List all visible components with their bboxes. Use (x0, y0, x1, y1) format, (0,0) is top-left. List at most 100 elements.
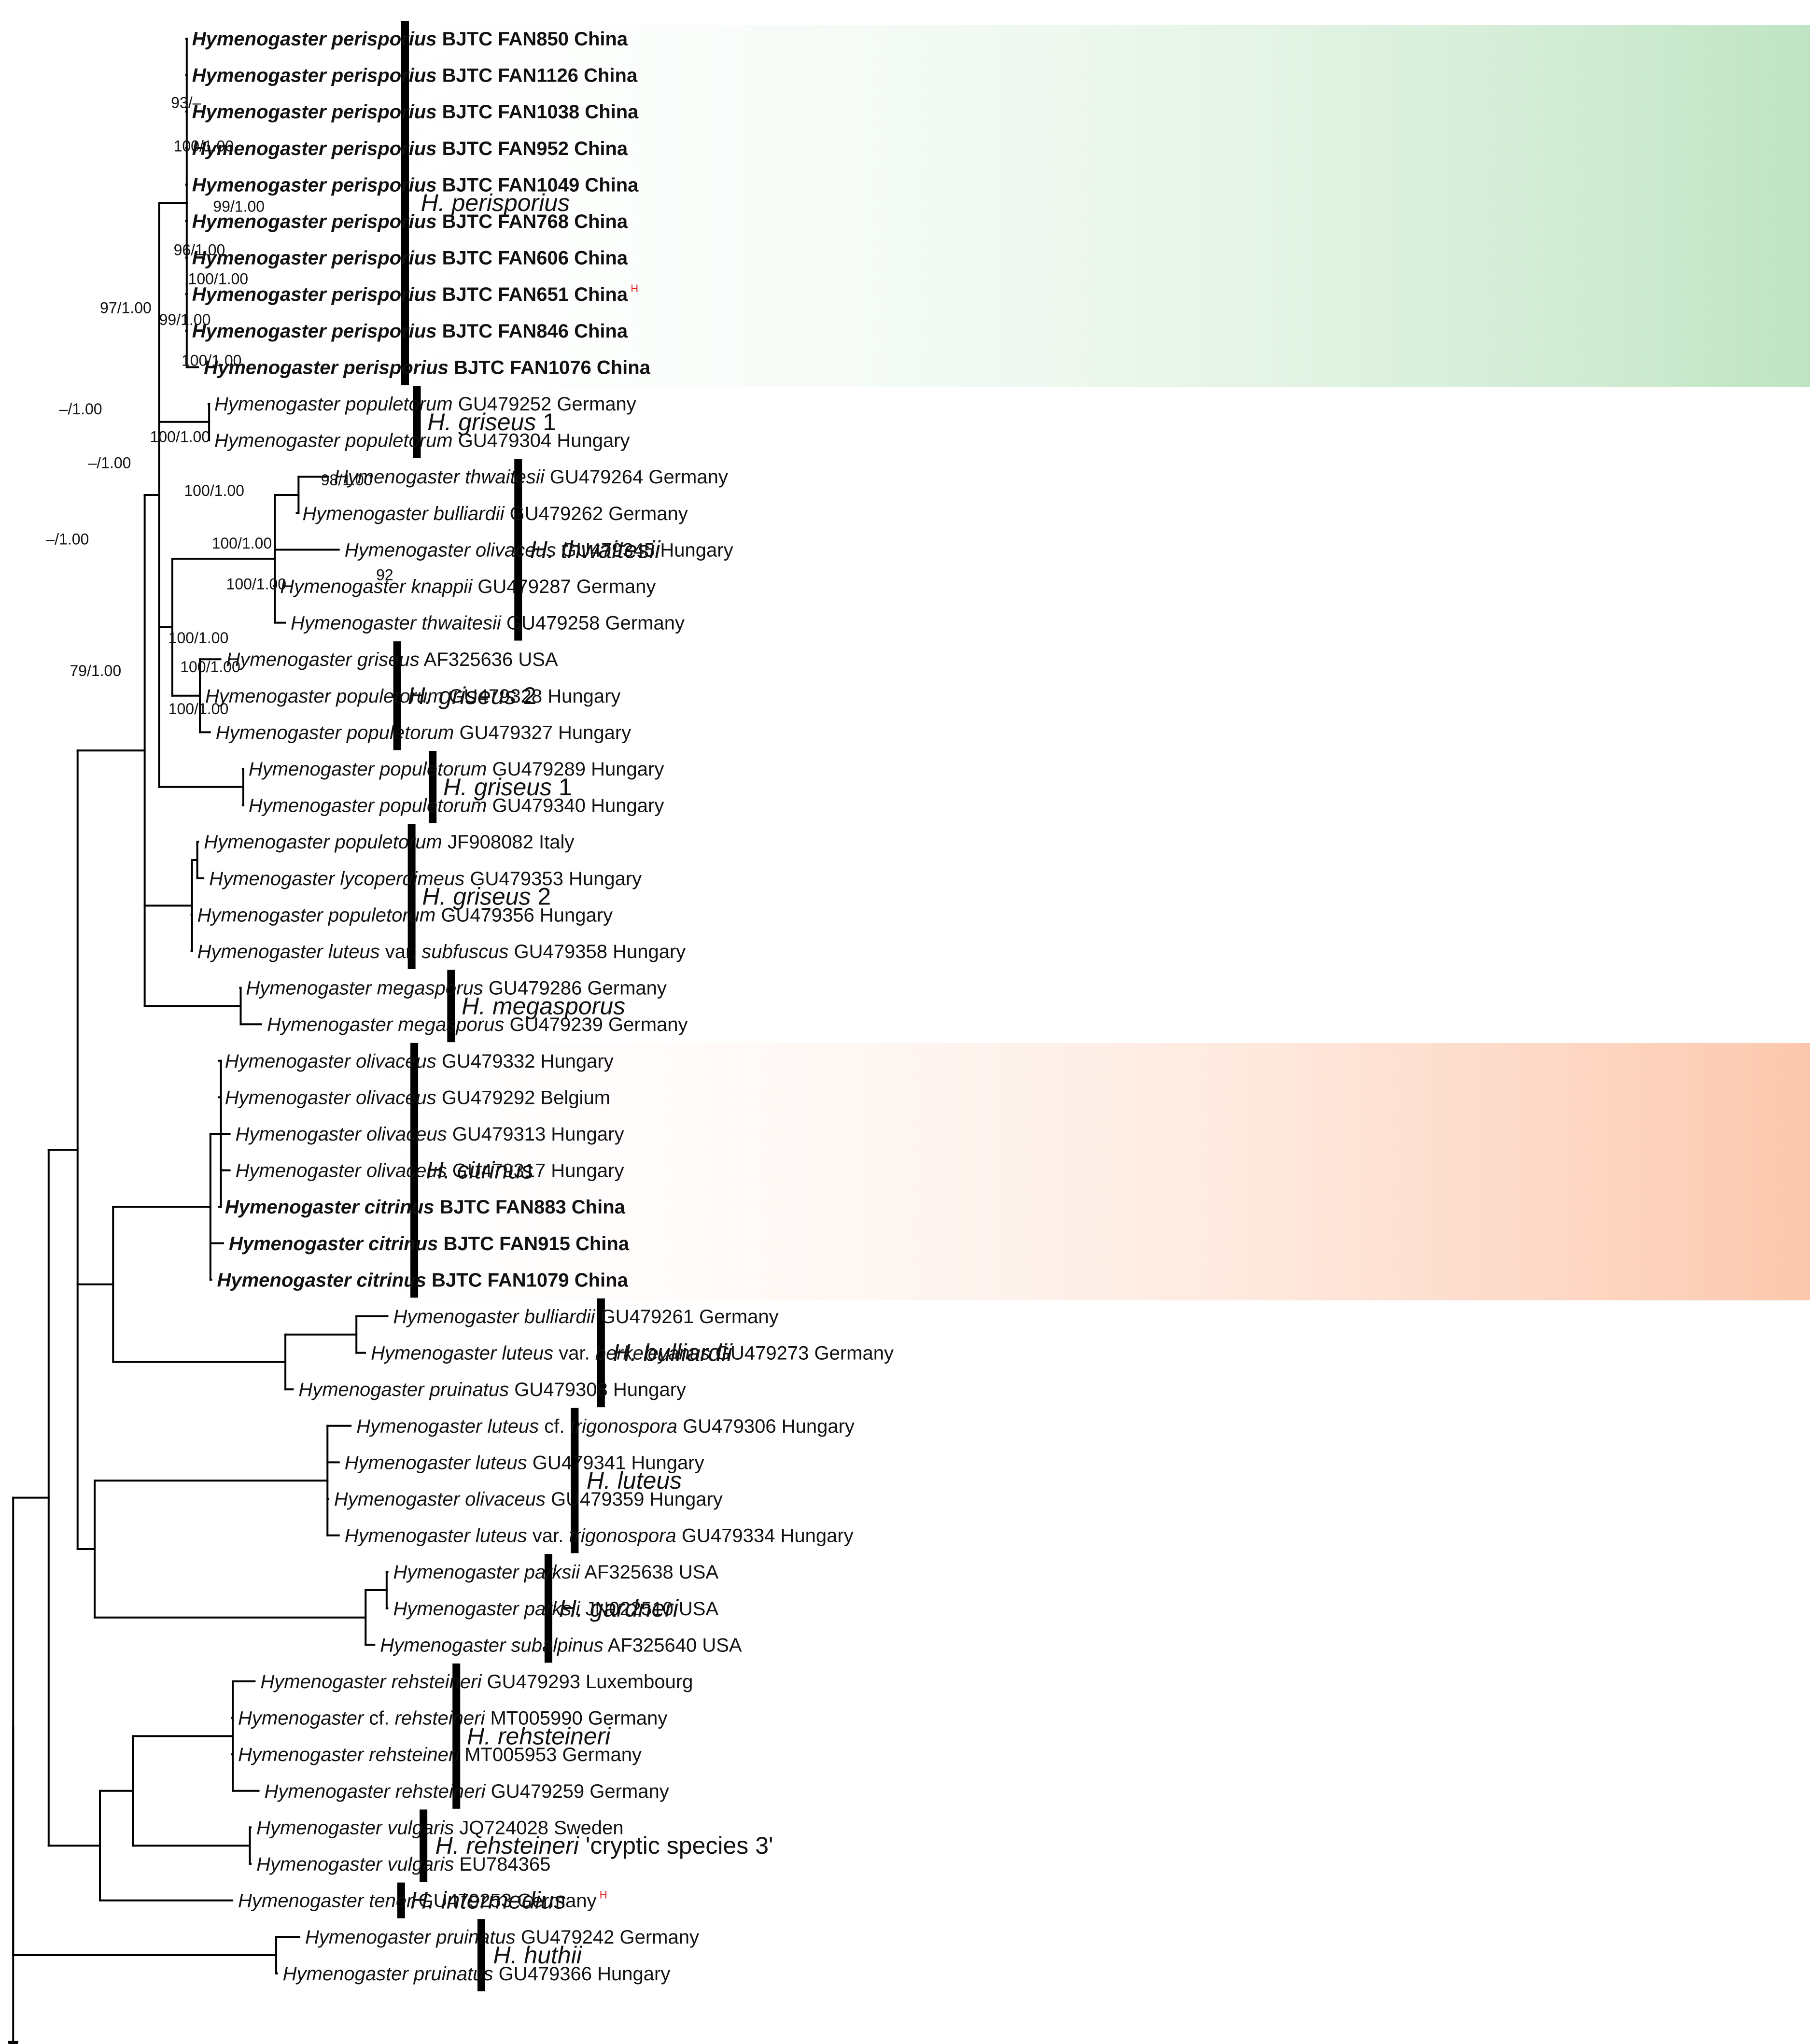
clade-bar-4 (429, 751, 437, 823)
clade-bar-2 (514, 459, 522, 641)
clade-label-8: H. bulliardii (613, 1339, 733, 1367)
clade-bar-9 (571, 1408, 579, 1553)
outgroup-arrow-icon (8, 2041, 19, 2044)
leaf-label-26: Hymenogaster megasporus GU479286 Germany (246, 978, 667, 999)
support-value-6: 99/1.00 (159, 311, 211, 328)
leaf-label-19: Hymenogaster populetorum GU479327 Hungar… (216, 722, 631, 743)
clade-bar-3 (393, 641, 401, 750)
leaf-label-43: Hymenogaster parksii JN022510 USA (393, 1598, 718, 1620)
leaf-label-24: Hymenogaster populetorum GU479356 Hungar… (197, 904, 613, 926)
support-value-13: 100/1.00 (212, 535, 272, 552)
support-value-12: 100/1.00 (184, 482, 244, 499)
support-value-7: 100/1.00 (182, 352, 242, 369)
clade-label-12: H. rehsteineri 'cryptic species 3' (435, 1832, 773, 1859)
leaf-label-27: Hymenogaster megasporus GU479239 Germany (267, 1014, 688, 1035)
leaf-label-20: Hymenogaster populetorum GU479289 Hungar… (249, 759, 664, 780)
support-value-0: 93/– (171, 94, 201, 111)
clade-label-1: H. griseus 1 (427, 409, 556, 436)
highlight-perisporius (256, 25, 1810, 387)
leaf-label-38: Hymenogaster luteus cf. trigonospora GU4… (356, 1416, 855, 1437)
support-value-3: 96/1.00 (174, 241, 225, 258)
clade-label-14: H. huthii (493, 1942, 583, 1969)
clade-label-10: H. gardneri (559, 1595, 679, 1622)
leaf-label-33: Hymenogaster citrinus BJTC FAN915 China (229, 1233, 630, 1255)
leaf-label-25: Hymenogaster luteus var. subfuscus GU479… (197, 941, 686, 962)
tree-branches (8, 38, 389, 2044)
leaf-label-46: Hymenogaster cf. rehsteineri MT005990 Ge… (238, 1708, 667, 1729)
leaf-label-49: Hymenogaster vulgaris JQ724028 Sweden (256, 1817, 623, 1838)
clade-bars (393, 21, 605, 1991)
leaf-label-50: Hymenogaster vulgaris EU784365 (256, 1854, 550, 1875)
clade-label-3: H. griseus 2 (407, 682, 536, 709)
clade-bar-0 (401, 21, 409, 385)
clade-label-0: H. perisporius (421, 189, 570, 216)
leaf-label-10: Hymenogaster populetorum GU479252 German… (214, 394, 636, 415)
leaf-label-4: Hymenogaster perisporius BJTC FAN1049 Ch… (192, 174, 639, 196)
leaf-label-51: Hymenogaster tener GU479253 Germany H (238, 1889, 607, 1912)
support-value-2: 99/1.00 (213, 198, 265, 215)
leaf-label-8: Hymenogaster perisporius BJTC FAN846 Chi… (192, 321, 628, 342)
leaf-label-37: Hymenogaster pruinatus GU479308 Hungary (298, 1379, 686, 1400)
support-value-11: 98/1.00 (321, 471, 373, 489)
support-value-5: 97/1.00 (100, 299, 152, 316)
support-value-15: 100/1.00 (226, 575, 287, 592)
clade-bar-10 (544, 1554, 552, 1663)
leaf-label-18: Hymenogaster populetorum GU479328 Hungar… (205, 686, 621, 707)
support-values: 93/– 100/1.00 99/1.00 96/1.00 100/1.00 97/1.0… (46, 94, 393, 718)
support-value-19: 79/1.00 (70, 662, 121, 679)
support-value-9: 100/1.00 (150, 428, 210, 445)
leaf-label-2: Hymenogaster perisporius BJTC FAN1038 Ch… (192, 101, 639, 123)
leaf-label-47: Hymenogaster rehsteineri MT005953 German… (238, 1744, 642, 1765)
leaf-label-39: Hymenogaster luteus GU479341 Hungary (345, 1452, 704, 1473)
leaf-label-9: Hymenogaster perisporius BJTC FAN1076 Ch… (204, 357, 650, 378)
leaf-label-21: Hymenogaster populetorum GU479340 Hungar… (249, 795, 664, 817)
leaf-label-12: Hymenogaster thwaitesii GU479264 Germany (334, 466, 728, 488)
support-value-1: 100/1.00 (174, 137, 234, 155)
leaf-label-42: Hymenogaster parksii AF325638 USA (393, 1562, 718, 1583)
leaf-label-14: Hymenogaster olivaceus GU479345 Hungary (345, 539, 733, 561)
clade-bar-12 (420, 1809, 428, 1882)
leaf-label-34: Hymenogaster citrinus BJTC FAN1079 China (217, 1269, 628, 1291)
leaf-label-41: Hymenogaster luteus var. trigonospora GU… (345, 1525, 854, 1547)
highlight-citrinus (280, 1043, 1810, 1300)
leaf-label-45: Hymenogaster rehsteineri GU479293 Luxemb… (260, 1671, 693, 1692)
leaf-labels: Hymenogaster perisporius BJTC FAN850 Chi… (192, 28, 894, 1985)
clade-bar-8 (597, 1298, 605, 1408)
leaf-label-30: Hymenogaster olivaceus GU479313 Hungary (236, 1124, 624, 1145)
leaf-label-11: Hymenogaster populetorum GU479304 Hungar… (214, 430, 630, 451)
leaf-label-17: Hymenogaster griseus AF325636 USA (226, 649, 558, 670)
leaf-label-13: Hymenogaster bulliardii GU479262 Germany (303, 503, 688, 524)
leaf-label-29: Hymenogaster olivaceus GU479292 Belgium (225, 1087, 610, 1108)
leaf-label-35: Hymenogaster bulliardii GU479261 Germany (393, 1306, 778, 1327)
leaf-label-6: Hymenogaster perisporius BJTC FAN606 Chi… (192, 248, 628, 269)
leaf-label-15: Hymenogaster knappii GU479287 Germany (280, 576, 656, 597)
leaf-label-32: Hymenogaster citrinus BJTC FAN883 China (225, 1197, 626, 1218)
leaf-label-22: Hymenogaster populetorum JF908082 Italy (204, 832, 574, 853)
clade-bar-13 (397, 1882, 405, 1918)
clade-label-5: H. griseus 2 (422, 883, 551, 910)
clade-label-9: H. luteus (587, 1467, 682, 1494)
clade-label-11: H. rehsteineri (467, 1722, 611, 1749)
support-value-14: 92 (376, 566, 393, 583)
leaf-label-16: Hymenogaster thwaitesii GU479258 Germany (291, 613, 685, 634)
clade-label-2: H. thwaitesii (530, 536, 661, 563)
leaf-label-23: Hymenogaster lycoperdimeus GU479353 Hung… (209, 868, 642, 889)
support-value-16: –/1.00 (46, 531, 89, 548)
leaf-label-52: Hymenogaster pruinatus GU479242 Germany (305, 1927, 699, 1948)
clade-bar-1 (413, 386, 421, 458)
clade-label-4: H. griseus 1 (443, 774, 572, 801)
support-value-10: –/1.00 (88, 454, 131, 472)
clade-bar-11 (452, 1663, 461, 1809)
clade-bar-14 (477, 1919, 485, 1991)
leaf-label-40: Hymenogaster olivaceus GU479359 Hungary (334, 1489, 723, 1510)
leaf-label-0: Hymenogaster perisporius BJTC FAN850 Chi… (192, 28, 628, 50)
clade-label-6: H. megasporus (462, 992, 625, 1019)
clade-bar-7 (410, 1043, 419, 1298)
support-value-18: 100/1.00 (180, 658, 240, 676)
leaf-label-44: Hymenogaster subalpinus AF325640 USA (380, 1635, 742, 1656)
clade-label-7: H. citrinus (426, 1157, 533, 1184)
clade-bar-5 (407, 824, 416, 969)
leaf-label-3: Hymenogaster perisporius BJTC FAN952 Chi… (192, 138, 628, 159)
